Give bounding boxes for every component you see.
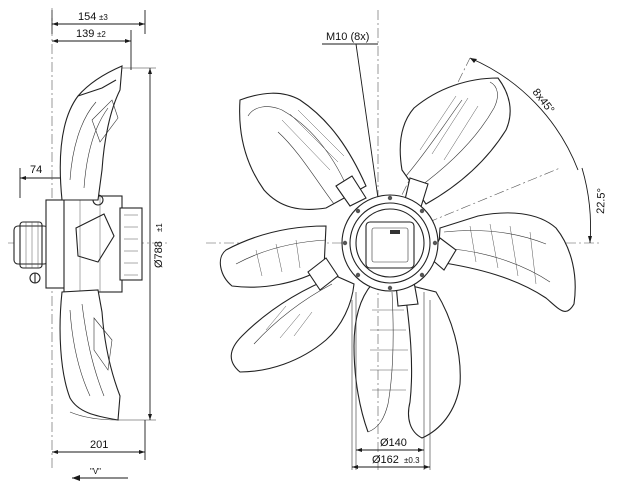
front-view: M10 (8x) 8x45° 22.5° [206,10,608,470]
dim-angle-holes: 8x45° [469,57,579,171]
side-blade-lower [59,289,121,421]
angle-offset-label: 22.5° [595,188,608,214]
fan-blade-4 [353,283,461,439]
airflow-indicator: "V" [72,467,128,481]
dim-inner-bolt-circle-value: Ø140 [380,437,407,449]
side-view: 154 ±3 139 ±2 74 Ø788 ± [8,8,170,481]
dim-blade-depth-tolerance: ±2 [97,30,106,39]
fan-blade-2 [399,77,511,205]
dim-overall-depth: 154 ±3 [51,10,146,34]
dim-blade-depth: 139 ±2 [52,28,132,70]
fan-blade-1 [239,92,367,210]
dim-overall-depth-tolerance: ±3 [99,13,108,22]
dim-base-depth-value: 201 [90,439,108,451]
dim-overall-depth-value: 154 [78,11,96,23]
thread-callout: M10 (8x) [322,31,379,199]
dim-diameter-value: Ø788 [153,241,165,268]
fan-hub [341,194,439,292]
dim-outer-bolt-circle: Ø162 ±0.3 [352,454,430,469]
dim-hub-offset-value: 74 [30,164,42,176]
dim-outer-bolt-circle-value: Ø162 [372,454,399,466]
dim-inner-bolt-circle: Ø140 [356,437,424,452]
side-blade-upper [59,65,123,201]
dim-base-depth: 201 [52,420,146,460]
fan-blade-5 [219,225,355,373]
airflow-label: "V" [90,467,101,476]
dim-blade-depth-value: 139 [76,28,94,40]
motor-hub [13,194,143,293]
fan-blade-3 [437,212,576,312]
dim-diameter: Ø788 ±1 [118,67,165,421]
dim-angle-offset: 22.5° [581,167,608,244]
dim-outer-bolt-circle-tolerance: ±0.3 [404,456,420,465]
dim-diameter-tolerance: ±1 [155,223,164,232]
blade-brackets [307,175,457,307]
thread-label: M10 (8x) [326,31,369,43]
